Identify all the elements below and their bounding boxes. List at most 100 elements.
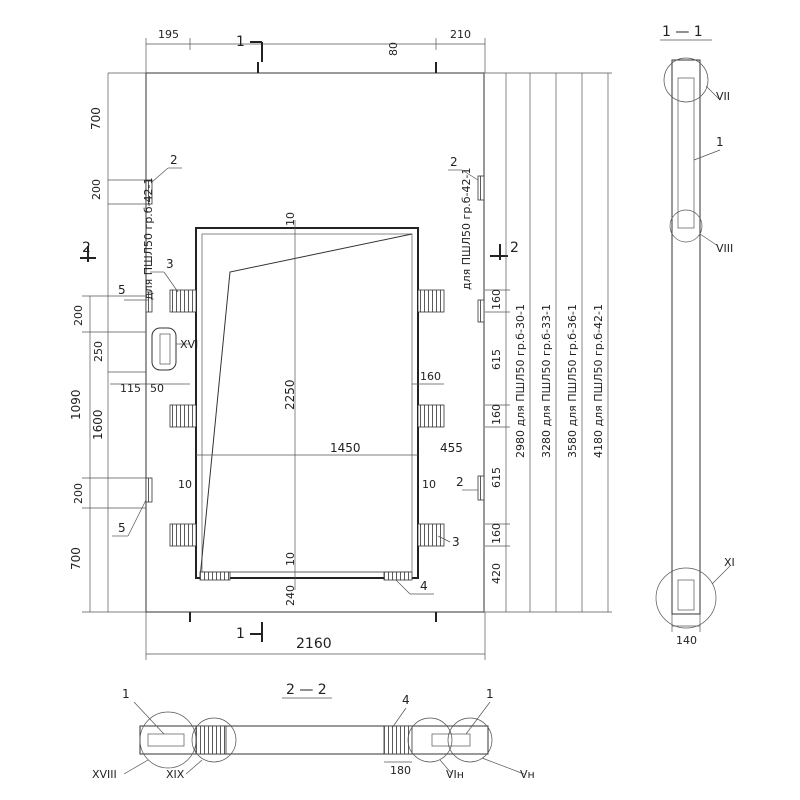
callout-xvi: XVI — [176, 338, 198, 351]
svg-text:2: 2 — [170, 153, 178, 167]
dim-overall-2160: 2160 — [296, 636, 332, 652]
door-leaf-line — [199, 233, 413, 579]
dim-right-615-a: 615 — [490, 349, 503, 370]
callout-3-left-top: 3 — [150, 257, 179, 293]
plate-left-2 — [169, 404, 197, 428]
callout-2-right-low: 2 — [456, 475, 478, 491]
section-2-2-rebar-left — [147, 733, 185, 747]
section-2-2: 2 — 2 1 4 1 XVIII XIX — [92, 682, 535, 781]
dim-right-455: 455 — [440, 441, 463, 455]
opening-outer — [195, 227, 419, 579]
dim-115: 115 — [120, 382, 141, 395]
callout-xviii: XVIII — [92, 759, 149, 781]
section-2-2-plate-left — [195, 725, 227, 755]
anchor-right-top — [477, 175, 485, 201]
callout-2-left-top: 2 — [151, 153, 182, 183]
callout-3-right-low: 3 — [437, 535, 460, 549]
section-2-2-plate-right — [383, 725, 413, 755]
dim-top-195: 195 — [158, 28, 179, 41]
sill-right — [383, 571, 413, 581]
section-mark-1-top: 1 — [236, 34, 263, 62]
callout-4-section: 4 — [391, 693, 410, 729]
section-1-1-rebar-bottom — [677, 579, 695, 611]
dim-bottom-gap: 10 — [284, 552, 297, 566]
dim-right-160-a: 160 — [490, 289, 503, 310]
anchor-left-mid — [145, 291, 153, 313]
callout-1-left: 1 — [122, 687, 165, 735]
svg-text:3: 3 — [166, 257, 174, 271]
dim-top-210: 210 — [450, 28, 471, 41]
section-1-1-title: 1 — 1 — [662, 24, 703, 40]
svg-text:VII: VII — [716, 90, 730, 103]
callout-5-left-low: 5 — [112, 499, 147, 537]
dim-stub-160: 160 — [420, 370, 441, 383]
dim-left-700-bottom: 700 — [69, 547, 83, 570]
callout-1-section: 1 — [693, 135, 724, 161]
detail-vi-circle — [407, 717, 453, 763]
dim-left-1090: 1090 — [69, 389, 83, 420]
dim-left-200-a: 200 — [90, 179, 103, 200]
svg-text:XI: XI — [724, 556, 735, 569]
svg-text:XIX: XIX — [166, 768, 185, 781]
detail-xviii-circle — [139, 711, 197, 769]
section-2-2-title: 2 — 2 — [286, 682, 327, 698]
dim-left-700-top: 700 — [89, 107, 103, 130]
callout-xix: XIX — [166, 759, 203, 781]
detail-xix-circle — [191, 717, 237, 763]
callout-v: Vн — [481, 757, 535, 781]
section-1-1-body — [671, 59, 701, 615]
dim-left-200-b: 200 — [72, 305, 85, 326]
section-2-2-dim-180: 180 — [390, 764, 411, 777]
svg-text:1: 1 — [486, 687, 494, 701]
plate-right-3 — [417, 523, 445, 547]
svg-text:VIн: VIн — [446, 768, 464, 781]
dim-right-420: 420 — [490, 563, 503, 584]
svg-text:XVI: XVI — [180, 338, 198, 351]
callout-vi: VIн — [439, 759, 464, 781]
front-view: 195 80 210 1 1 2 2 — [69, 28, 612, 660]
svg-text:1: 1 — [236, 34, 245, 50]
plate-right-2 — [417, 404, 445, 428]
svg-text:4: 4 — [420, 579, 428, 593]
section-mark-2-left: 2 — [80, 240, 96, 262]
dim-left-250: 250 — [92, 341, 105, 362]
detail-xvi-frame — [151, 327, 177, 371]
sill-left — [199, 571, 231, 581]
svg-text:XVIII: XVIII — [92, 768, 117, 781]
note-left-vertical: для ПШЛ50 гр.б-42-1 — [142, 177, 155, 300]
svg-text:4: 4 — [402, 693, 410, 707]
svg-text:1: 1 — [236, 626, 245, 642]
svg-text:1: 1 — [122, 687, 130, 701]
anchor-right-mid — [477, 299, 485, 323]
svg-text:3: 3 — [452, 535, 460, 549]
detail-xi-circle — [655, 567, 717, 629]
svg-text:2: 2 — [510, 240, 519, 256]
section-mark-2-right: 2 — [490, 240, 519, 260]
dim-right-615-b: 615 — [490, 467, 503, 488]
height-3280: 3280 для ПШЛ50 гр.б-33-1 — [540, 304, 553, 458]
opening-inner — [201, 233, 413, 573]
callout-1-right: 1 — [465, 687, 494, 735]
detail-vii-circle — [663, 57, 709, 103]
dim-left-200-c: 200 — [72, 483, 85, 504]
plate-left-3 — [169, 523, 197, 547]
plate-left-1 — [169, 289, 197, 313]
svg-text:Vн: Vн — [520, 768, 535, 781]
detail-viii-circle — [669, 209, 703, 243]
dim-top-80: 80 — [387, 42, 400, 56]
section-2-2-rebar-right — [431, 733, 471, 747]
plate-right-1 — [417, 289, 445, 313]
callout-viii: VIII — [699, 233, 733, 255]
section-mark-1-bottom: 1 — [236, 622, 263, 642]
dim-top-gap: 10 — [284, 212, 297, 226]
dim-right-160-b: 160 — [490, 404, 503, 425]
callout-vii: VII — [705, 85, 730, 103]
svg-text:2: 2 — [450, 155, 458, 169]
height-4180: 4180 для ПШЛ50 гр.б-42-1 — [592, 304, 605, 458]
dim-right-gap: 10 — [422, 478, 436, 491]
callout-xi: XI — [711, 556, 735, 585]
anchor-left-low — [145, 477, 153, 503]
dim-opening-height: 2250 — [283, 379, 297, 410]
height-2980: 2980 для ПШЛ50 гр.б-30-1 — [514, 304, 527, 458]
